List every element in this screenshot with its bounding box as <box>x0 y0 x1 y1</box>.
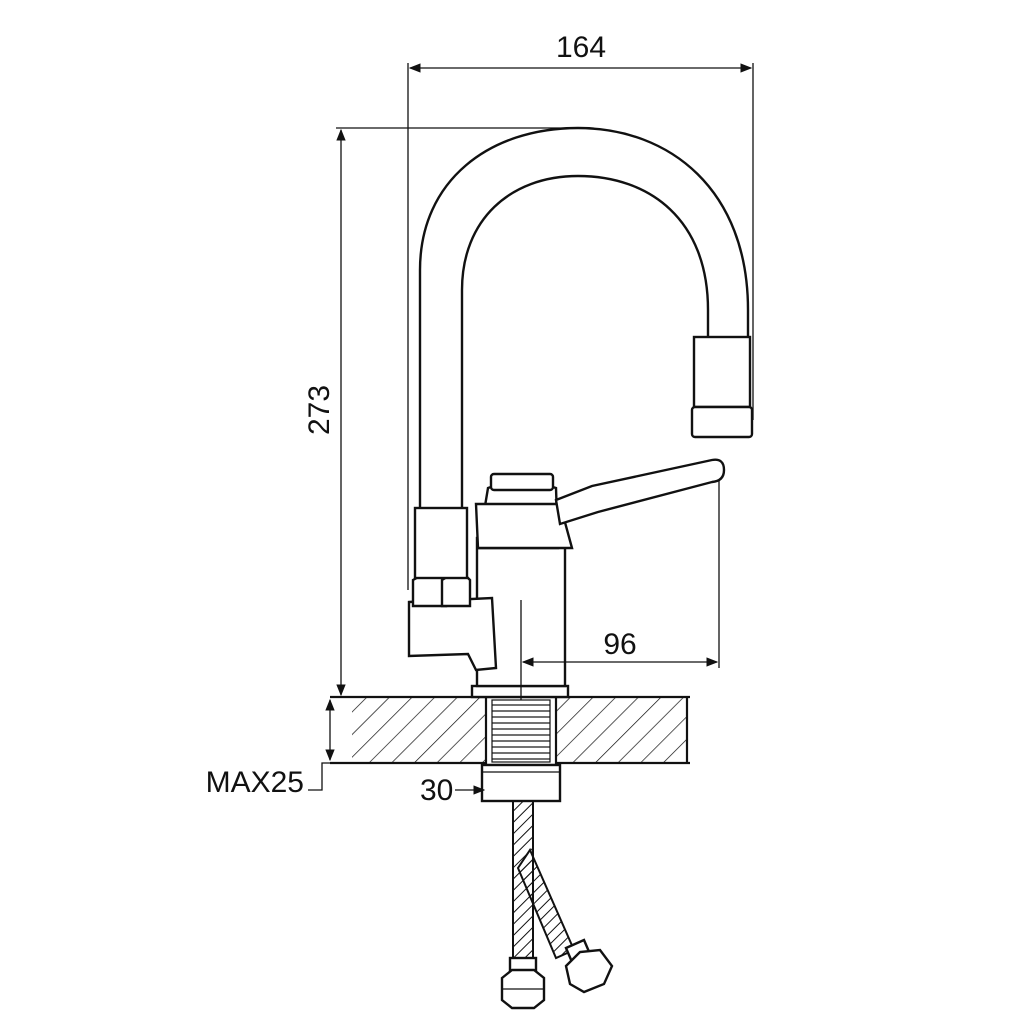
cartridge-hub <box>474 472 574 550</box>
dimension-hole-diameter: 30 <box>420 774 486 807</box>
mounting-nut <box>480 763 562 803</box>
dimension-height: 273 <box>303 127 585 697</box>
handle-lever <box>554 458 726 526</box>
dimension-width-label: 164 <box>556 31 606 64</box>
supply-hose-angled <box>516 847 614 994</box>
dimension-spout-reach-label: 96 <box>603 628 636 661</box>
dimension-height-label: 273 <box>303 385 336 435</box>
dimension-max-thickness: MAX25 <box>206 698 335 799</box>
dimension-hole-diameter-label: 30 <box>420 774 453 807</box>
base-ring <box>470 684 570 699</box>
threaded-shank <box>484 695 558 767</box>
dimension-spout-reach: 96 <box>520 480 720 700</box>
dimension-max-thickness-label: MAX25 <box>206 766 304 799</box>
swivel-joint <box>407 572 498 672</box>
gooseneck-spout <box>413 126 750 580</box>
spray-head <box>690 335 754 439</box>
dimension-width: 164 <box>407 31 754 590</box>
